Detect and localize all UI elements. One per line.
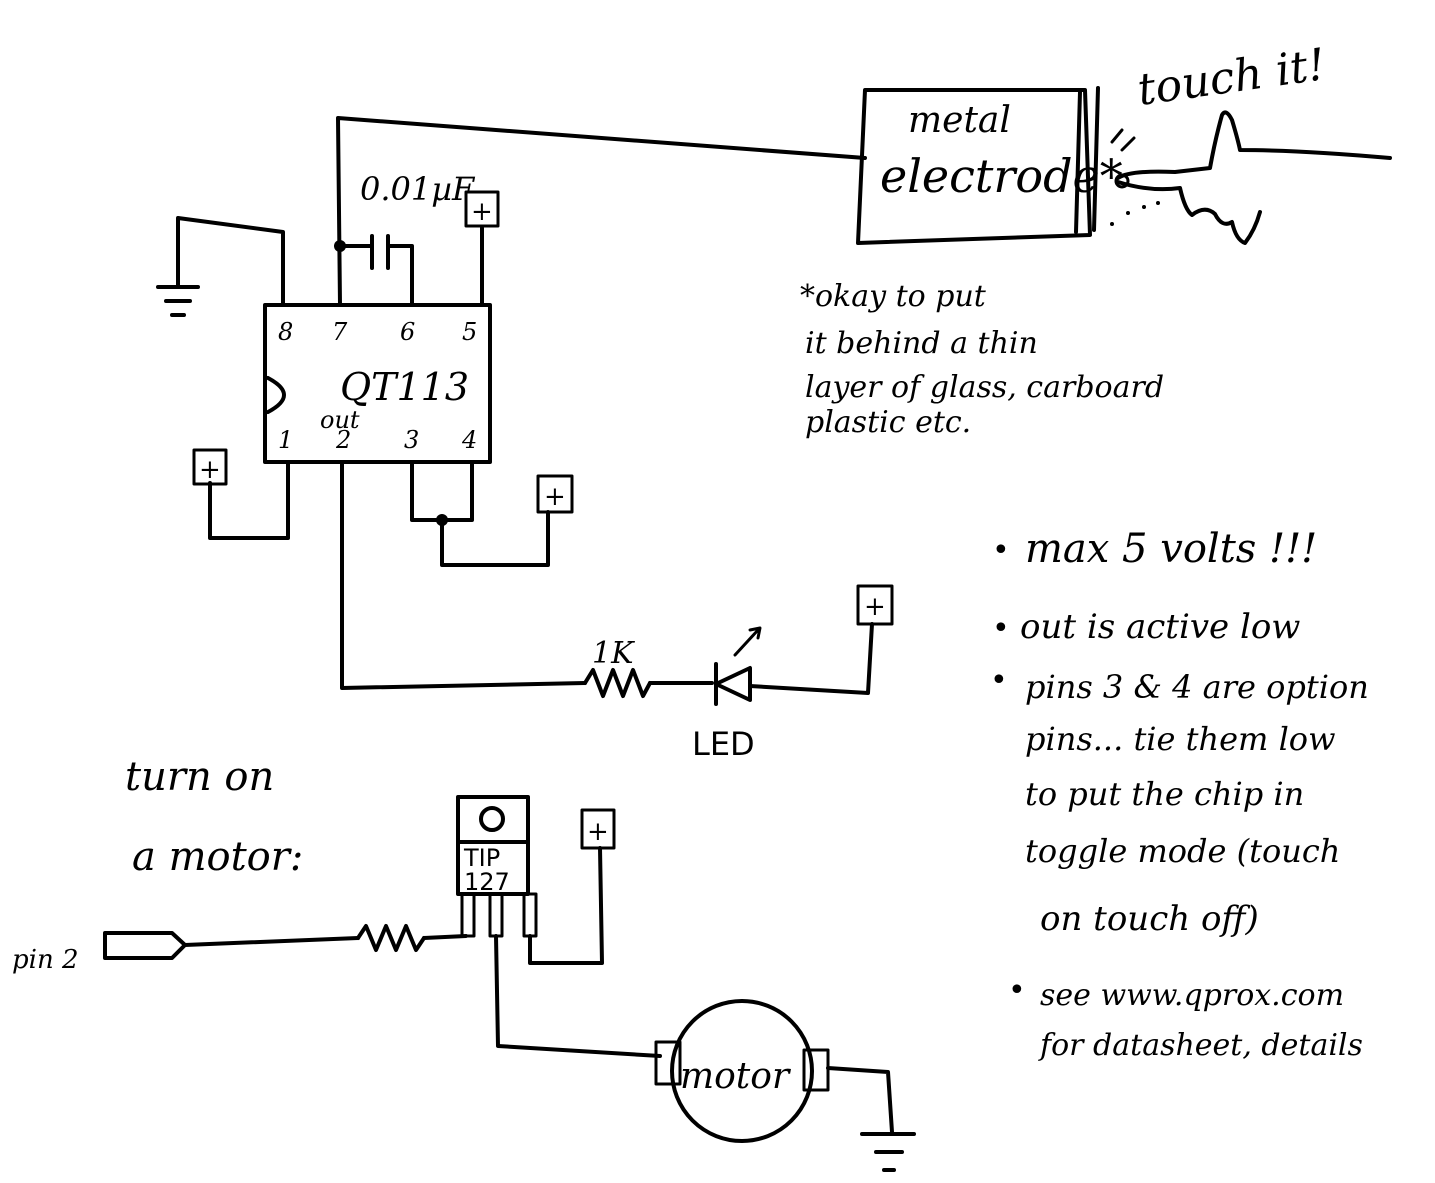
pin-5-label: 5 (462, 318, 477, 346)
pin2-input-label: pin 2 (12, 945, 79, 975)
plus-supply-icon (536, 474, 574, 514)
pin-2-label: 2 (335, 426, 351, 454)
svg-text:+: + (587, 817, 609, 847)
input-connector-icon (103, 931, 187, 960)
svg-text:+: + (864, 592, 886, 622)
led-circuit: + 1K LED (340, 460, 894, 763)
capacitor-value: 0.01µF (360, 170, 476, 208)
motor-icon (670, 999, 814, 1143)
capacitor: 0.01µF (334, 116, 867, 307)
notes-list: • max 5 volts !!! • out is active low • … (990, 526, 1369, 1063)
touch-label: touch it! (1134, 39, 1328, 116)
svg-text:+: + (471, 197, 493, 227)
motor-label: motor (680, 1056, 791, 1097)
motor-section: turn on a motor: pin 2 TIP 127 + (12, 754, 916, 1172)
note-item: max 5 volts !!! (1025, 526, 1317, 572)
base-resistor (356, 924, 426, 952)
plus-supply-icon (856, 584, 894, 626)
footnote-line: *okay to put (800, 279, 987, 314)
pin-6-label: 6 (400, 318, 415, 346)
led-label: LED (692, 725, 755, 763)
chip-body (263, 303, 492, 464)
plus-supply-icon (192, 448, 228, 486)
bullet-icon: • (992, 611, 1010, 646)
pin-4-label: 4 (461, 426, 477, 454)
ground-pin8 (156, 216, 285, 317)
vcc-pin1: + (192, 448, 290, 540)
transistor-line1: TIP (463, 844, 500, 872)
footnote-line: plastic etc. (805, 405, 971, 440)
metal-electrode: metal electrode* (856, 86, 1123, 245)
svg-text:+: + (199, 455, 221, 485)
note-item-line: pins 3 & 4 are option (1025, 668, 1369, 706)
motor: motor (654, 999, 830, 1143)
bullet-icon: • (990, 663, 1008, 698)
note-item-line: see www.qprox.com (1040, 978, 1344, 1013)
qt113-chip: QT113 8 7 6 5 1 2 3 4 out (263, 303, 492, 464)
light-arrow-icon (733, 626, 762, 657)
led-icon (714, 666, 752, 702)
out-label: out (320, 406, 360, 434)
note-item-line: toggle mode (touch (1025, 832, 1340, 870)
pin-3-label: 3 (404, 426, 419, 454)
resistor (583, 668, 652, 698)
touching-hand-icon: touch it! (1110, 39, 1392, 245)
footnote-line: layer of glass, carboard (805, 370, 1164, 405)
chip-name: QT113 (340, 365, 469, 409)
svg-text:+: + (544, 482, 566, 512)
vcc-pin5: + (464, 190, 500, 307)
transistor-tab (456, 795, 530, 844)
electrode-line1: metal (908, 100, 1011, 141)
footnote-line: it behind a thin (805, 326, 1038, 361)
pin-7-label: 7 (332, 318, 348, 346)
note-item: out is active low (1020, 607, 1300, 647)
motor-heading-line2: a motor: (132, 834, 303, 880)
junction-dot (334, 240, 346, 252)
chip-notch (266, 376, 286, 414)
option-pins-tie: + (410, 460, 574, 567)
plus-supply-icon (580, 808, 616, 850)
plus-supply-icon (464, 190, 500, 228)
resistor-label: 1K (592, 636, 635, 671)
bullet-icon: • (1008, 973, 1026, 1008)
pin-1-label: 1 (278, 426, 293, 454)
mounting-hole-icon (479, 806, 505, 832)
electrode-footnote: *okay to put it behind a thin layer of g… (800, 279, 1164, 440)
transistor-line2: 127 (464, 868, 510, 896)
note-item-line: on touch off) (1040, 899, 1259, 939)
tip127-transistor: TIP 127 (456, 795, 538, 938)
bullet-icon: • (992, 533, 1010, 568)
note-item-line: to put the chip in (1025, 775, 1304, 813)
motor-heading-line1: turn on (125, 754, 274, 800)
electrode-line2: electrode* (880, 149, 1123, 203)
note-item-line: for datasheet, details (1038, 1028, 1363, 1063)
pin-8-label: 8 (278, 318, 293, 346)
note-item-line: pins... tie them low (1025, 720, 1335, 758)
